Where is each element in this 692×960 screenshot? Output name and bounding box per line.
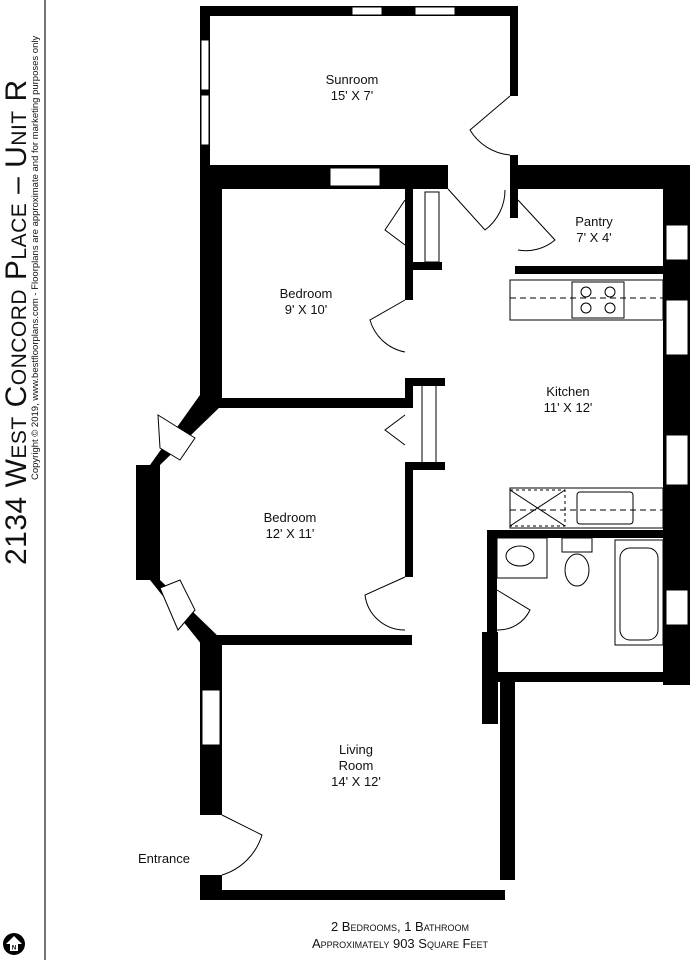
summary-line-1: 2 Bedrooms, 1 Bathroom [330, 919, 470, 934]
room-name: Bedroom [279, 286, 333, 301]
room-size: 14' X 12' [331, 774, 381, 789]
entrance-label: Entrance [137, 851, 191, 866]
walls [136, 6, 690, 900]
summary: 2 Bedrooms, 1 Bathroom Approximately 903… [312, 918, 488, 952]
room-name: Kitchen [546, 384, 590, 399]
doors [221, 95, 556, 876]
room-size: 9' X 10' [284, 302, 328, 317]
room-size: 15' X 7' [330, 88, 374, 103]
room-size: 7' X 4' [576, 230, 612, 245]
room-name: Sunroom [325, 72, 379, 87]
windows [157, 6, 689, 746]
room-name: Bedroom [263, 510, 317, 525]
divider-line [44, 0, 46, 960]
north-arrow-icon: N [3, 933, 25, 955]
room-name: Pantry [575, 214, 613, 229]
room-size: 11' X 12' [543, 400, 593, 415]
summary-line-2: Approximately 903 Square Feet [312, 936, 488, 951]
room-name: Room [338, 758, 374, 773]
room-name: Living [339, 742, 373, 757]
room-size: 12' X 11' [265, 526, 315, 541]
fixtures [421, 191, 664, 646]
north-letter: N [12, 946, 16, 952]
